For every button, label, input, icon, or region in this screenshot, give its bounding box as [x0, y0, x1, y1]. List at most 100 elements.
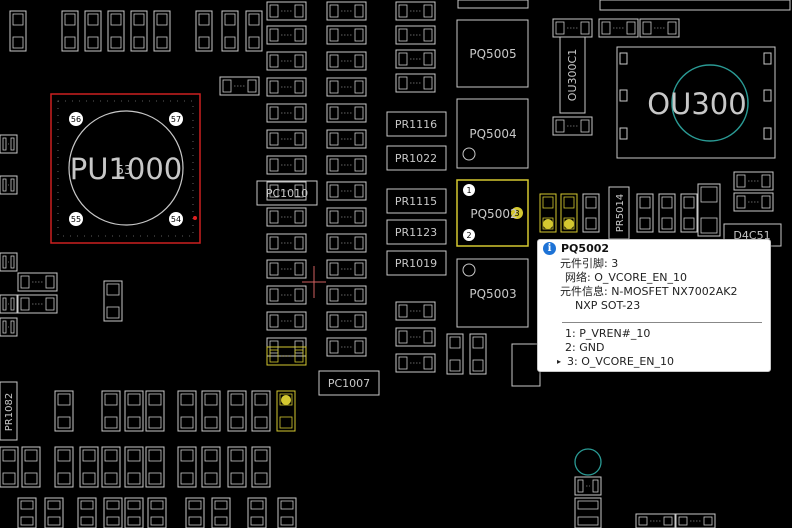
- smd-component-vertical[interactable]: [9, 10, 27, 52]
- smd-component-horizontal[interactable]: [326, 77, 367, 97]
- smd-component-vertical[interactable]: [658, 193, 676, 233]
- smd-component-vertical[interactable]: [446, 333, 464, 375]
- smd-component-vertical[interactable]: [251, 446, 271, 488]
- smd-component-vertical[interactable]: [130, 10, 148, 52]
- smd-component-horizontal[interactable]: [0, 134, 18, 154]
- smd-component-horizontal[interactable]: [266, 1, 307, 21]
- smd-component-horizontal[interactable]: [326, 25, 367, 45]
- component-pq5004[interactable]: PQ5004: [456, 98, 529, 169]
- smd-component-horizontal[interactable]: [266, 77, 307, 97]
- smd-component-horizontal[interactable]: [639, 18, 680, 38]
- smd-component-horizontal[interactable]: [326, 103, 367, 123]
- smd-component-horizontal[interactable]: [0, 317, 18, 337]
- smd-component-horizontal[interactable]: [17, 272, 58, 292]
- smd-component-vertical[interactable]: [680, 193, 698, 233]
- smd-component-horizontal[interactable]: [326, 129, 367, 149]
- smd-component-vertical[interactable]: [185, 497, 205, 528]
- smd-component-horizontal[interactable]: [266, 51, 307, 71]
- smd-component-vertical[interactable]: [147, 497, 167, 528]
- smd-component-vertical[interactable]: [636, 193, 654, 233]
- component-pc1007[interactable]: PC1007: [318, 370, 380, 396]
- smd-component-horizontal[interactable]: [0, 252, 18, 272]
- smd-component-horizontal[interactable]: [326, 259, 367, 279]
- smd-component-horizontal[interactable]: [266, 181, 307, 201]
- component-pr1019[interactable]: PR1019: [386, 250, 447, 276]
- net-highlight-pad[interactable]: [543, 219, 553, 229]
- smd-component-vertical[interactable]: [145, 390, 165, 432]
- smd-component-horizontal[interactable]: [326, 311, 367, 331]
- smd-component-vertical[interactable]: [0, 446, 19, 488]
- smd-component-horizontal[interactable]: [552, 18, 593, 38]
- smd-component-vertical[interactable]: [177, 446, 197, 488]
- smd-component-horizontal[interactable]: [266, 285, 307, 305]
- smd-component-vertical[interactable]: [201, 446, 221, 488]
- smd-component-vertical[interactable]: [251, 390, 271, 432]
- smd-component-horizontal[interactable]: [266, 233, 307, 253]
- smd-component-horizontal[interactable]: [395, 353, 436, 373]
- smd-component-horizontal[interactable]: [395, 327, 436, 347]
- smd-component-horizontal[interactable]: [0, 294, 18, 314]
- smd-component-vertical[interactable]: [245, 10, 263, 52]
- smd-component-horizontal[interactable]: [219, 76, 260, 96]
- smd-component-vertical[interactable]: [177, 390, 197, 432]
- component-pr5014[interactable]: PR5014: [608, 186, 630, 240]
- smd-component-horizontal[interactable]: [326, 51, 367, 71]
- pad-large[interactable]: [599, 0, 791, 11]
- component-pr1082[interactable]: PR1082: [0, 381, 18, 441]
- smd-component-vertical[interactable]: [277, 497, 297, 528]
- smd-component-horizontal[interactable]: [326, 207, 367, 227]
- smd-component-vertical[interactable]: [21, 446, 41, 488]
- smd-component-horizontal[interactable]: [326, 233, 367, 253]
- smd-component-vertical[interactable]: [227, 446, 247, 488]
- test-point[interactable]: [574, 448, 602, 476]
- smd-component-vertical[interactable]: [469, 333, 487, 375]
- smd-component-horizontal[interactable]: [395, 49, 436, 69]
- component-pr1022[interactable]: PR1022: [386, 145, 447, 171]
- smd-component-horizontal[interactable]: [266, 259, 307, 279]
- smd-component-horizontal[interactable]: [395, 1, 436, 21]
- smd-component-horizontal[interactable]: [675, 513, 716, 528]
- smd-component-horizontal[interactable]: [395, 301, 436, 321]
- small-components[interactable]: [0, 1, 774, 528]
- smd-component-vertical[interactable]: [61, 10, 79, 52]
- component-pq5003[interactable]: PQ5003: [456, 258, 529, 328]
- smd-component-vertical[interactable]: [44, 497, 64, 528]
- smd-component-horizontal[interactable]: [552, 116, 593, 136]
- smd-component-vertical[interactable]: [84, 10, 102, 52]
- smd-component-horizontal[interactable]: [395, 25, 436, 45]
- smd-component-horizontal[interactable]: [266, 25, 307, 45]
- smd-component-vertical[interactable]: [201, 390, 221, 432]
- smd-component-horizontal[interactable]: [266, 155, 307, 175]
- smd-component-vertical[interactable]: [195, 10, 213, 52]
- smd-component-vertical[interactable]: [124, 446, 144, 488]
- smd-component-vertical[interactable]: [101, 390, 121, 432]
- smd-component-vertical[interactable]: [101, 446, 121, 488]
- smd-component-horizontal[interactable]: [266, 207, 307, 227]
- smd-component-horizontal[interactable]: [733, 171, 774, 191]
- smd-component-horizontal[interactable]: [326, 155, 367, 175]
- smd-component-horizontal[interactable]: [326, 285, 367, 305]
- smd-component-vertical[interactable]: [54, 446, 74, 488]
- smd-component-vertical[interactable]: [145, 446, 165, 488]
- smd-component-vertical[interactable]: [124, 497, 144, 528]
- smd-component-vertical[interactable]: [697, 183, 721, 237]
- smd-component-horizontal[interactable]: [266, 103, 307, 123]
- smd-component-vertical[interactable]: [574, 497, 602, 528]
- smd-component-vertical[interactable]: [17, 497, 37, 528]
- net-highlight-pad[interactable]: [564, 219, 574, 229]
- smd-component-vertical[interactable]: [124, 390, 144, 432]
- smd-component-vertical[interactable]: [103, 497, 123, 528]
- component-pr1123[interactable]: PR1123: [386, 219, 447, 245]
- smd-component-vertical[interactable]: [153, 10, 171, 52]
- smd-component-vertical[interactable]: [539, 193, 557, 233]
- smd-component-horizontal[interactable]: [266, 129, 307, 149]
- smd-component-vertical[interactable]: [79, 446, 99, 488]
- component-pq5002[interactable]: 1 2 3 PQ5002: [456, 179, 529, 247]
- smd-component-horizontal[interactable]: [17, 294, 58, 314]
- component-pr1116[interactable]: PR1116: [386, 111, 447, 137]
- smd-component-vertical[interactable]: [54, 390, 74, 432]
- smd-component-horizontal[interactable]: [574, 476, 602, 496]
- smd-component-horizontal[interactable]: [598, 18, 639, 38]
- smd-component-horizontal[interactable]: [326, 1, 367, 21]
